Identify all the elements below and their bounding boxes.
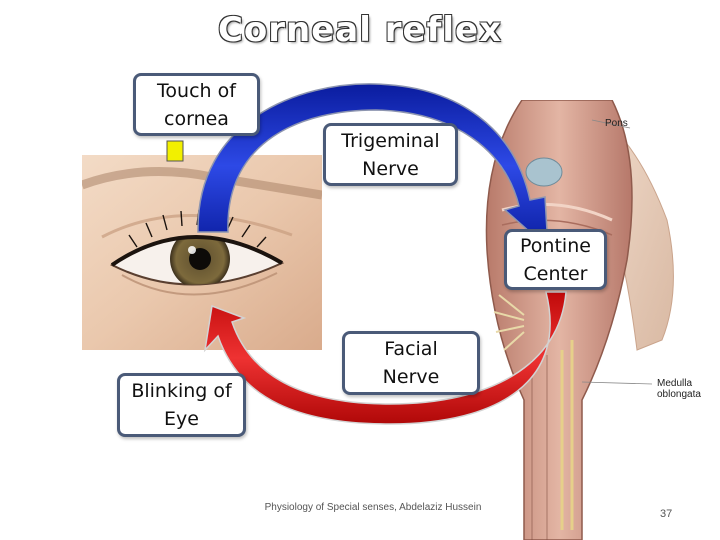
slide-title: Corneal reflex: [217, 10, 503, 50]
facial-arrow: [203, 291, 567, 425]
touch-of-cornea-box: Touch of cornea: [133, 73, 260, 136]
page-number: 37: [660, 508, 673, 520]
pontine-center-box: Pontine Center: [504, 229, 607, 290]
pons-label: Pons: [605, 118, 628, 129]
touch-marker: [166, 140, 184, 162]
facial-nerve-box: Facial Nerve: [342, 331, 480, 395]
blinking-of-eye-box: Blinking of Eye: [117, 373, 246, 437]
medulla-label-line1: Medulla: [657, 378, 693, 389]
eye-photo: [82, 155, 322, 350]
footer-caption: Physiology of Special senses, Abdelaziz …: [264, 502, 482, 513]
medulla-label: Medulla oblongata: [657, 378, 701, 400]
medulla-label-line2: oblongata: [657, 389, 701, 400]
trigeminal-nerve-box: Trigeminal Nerve: [323, 123, 458, 186]
trigeminal-arrow: [197, 83, 549, 250]
